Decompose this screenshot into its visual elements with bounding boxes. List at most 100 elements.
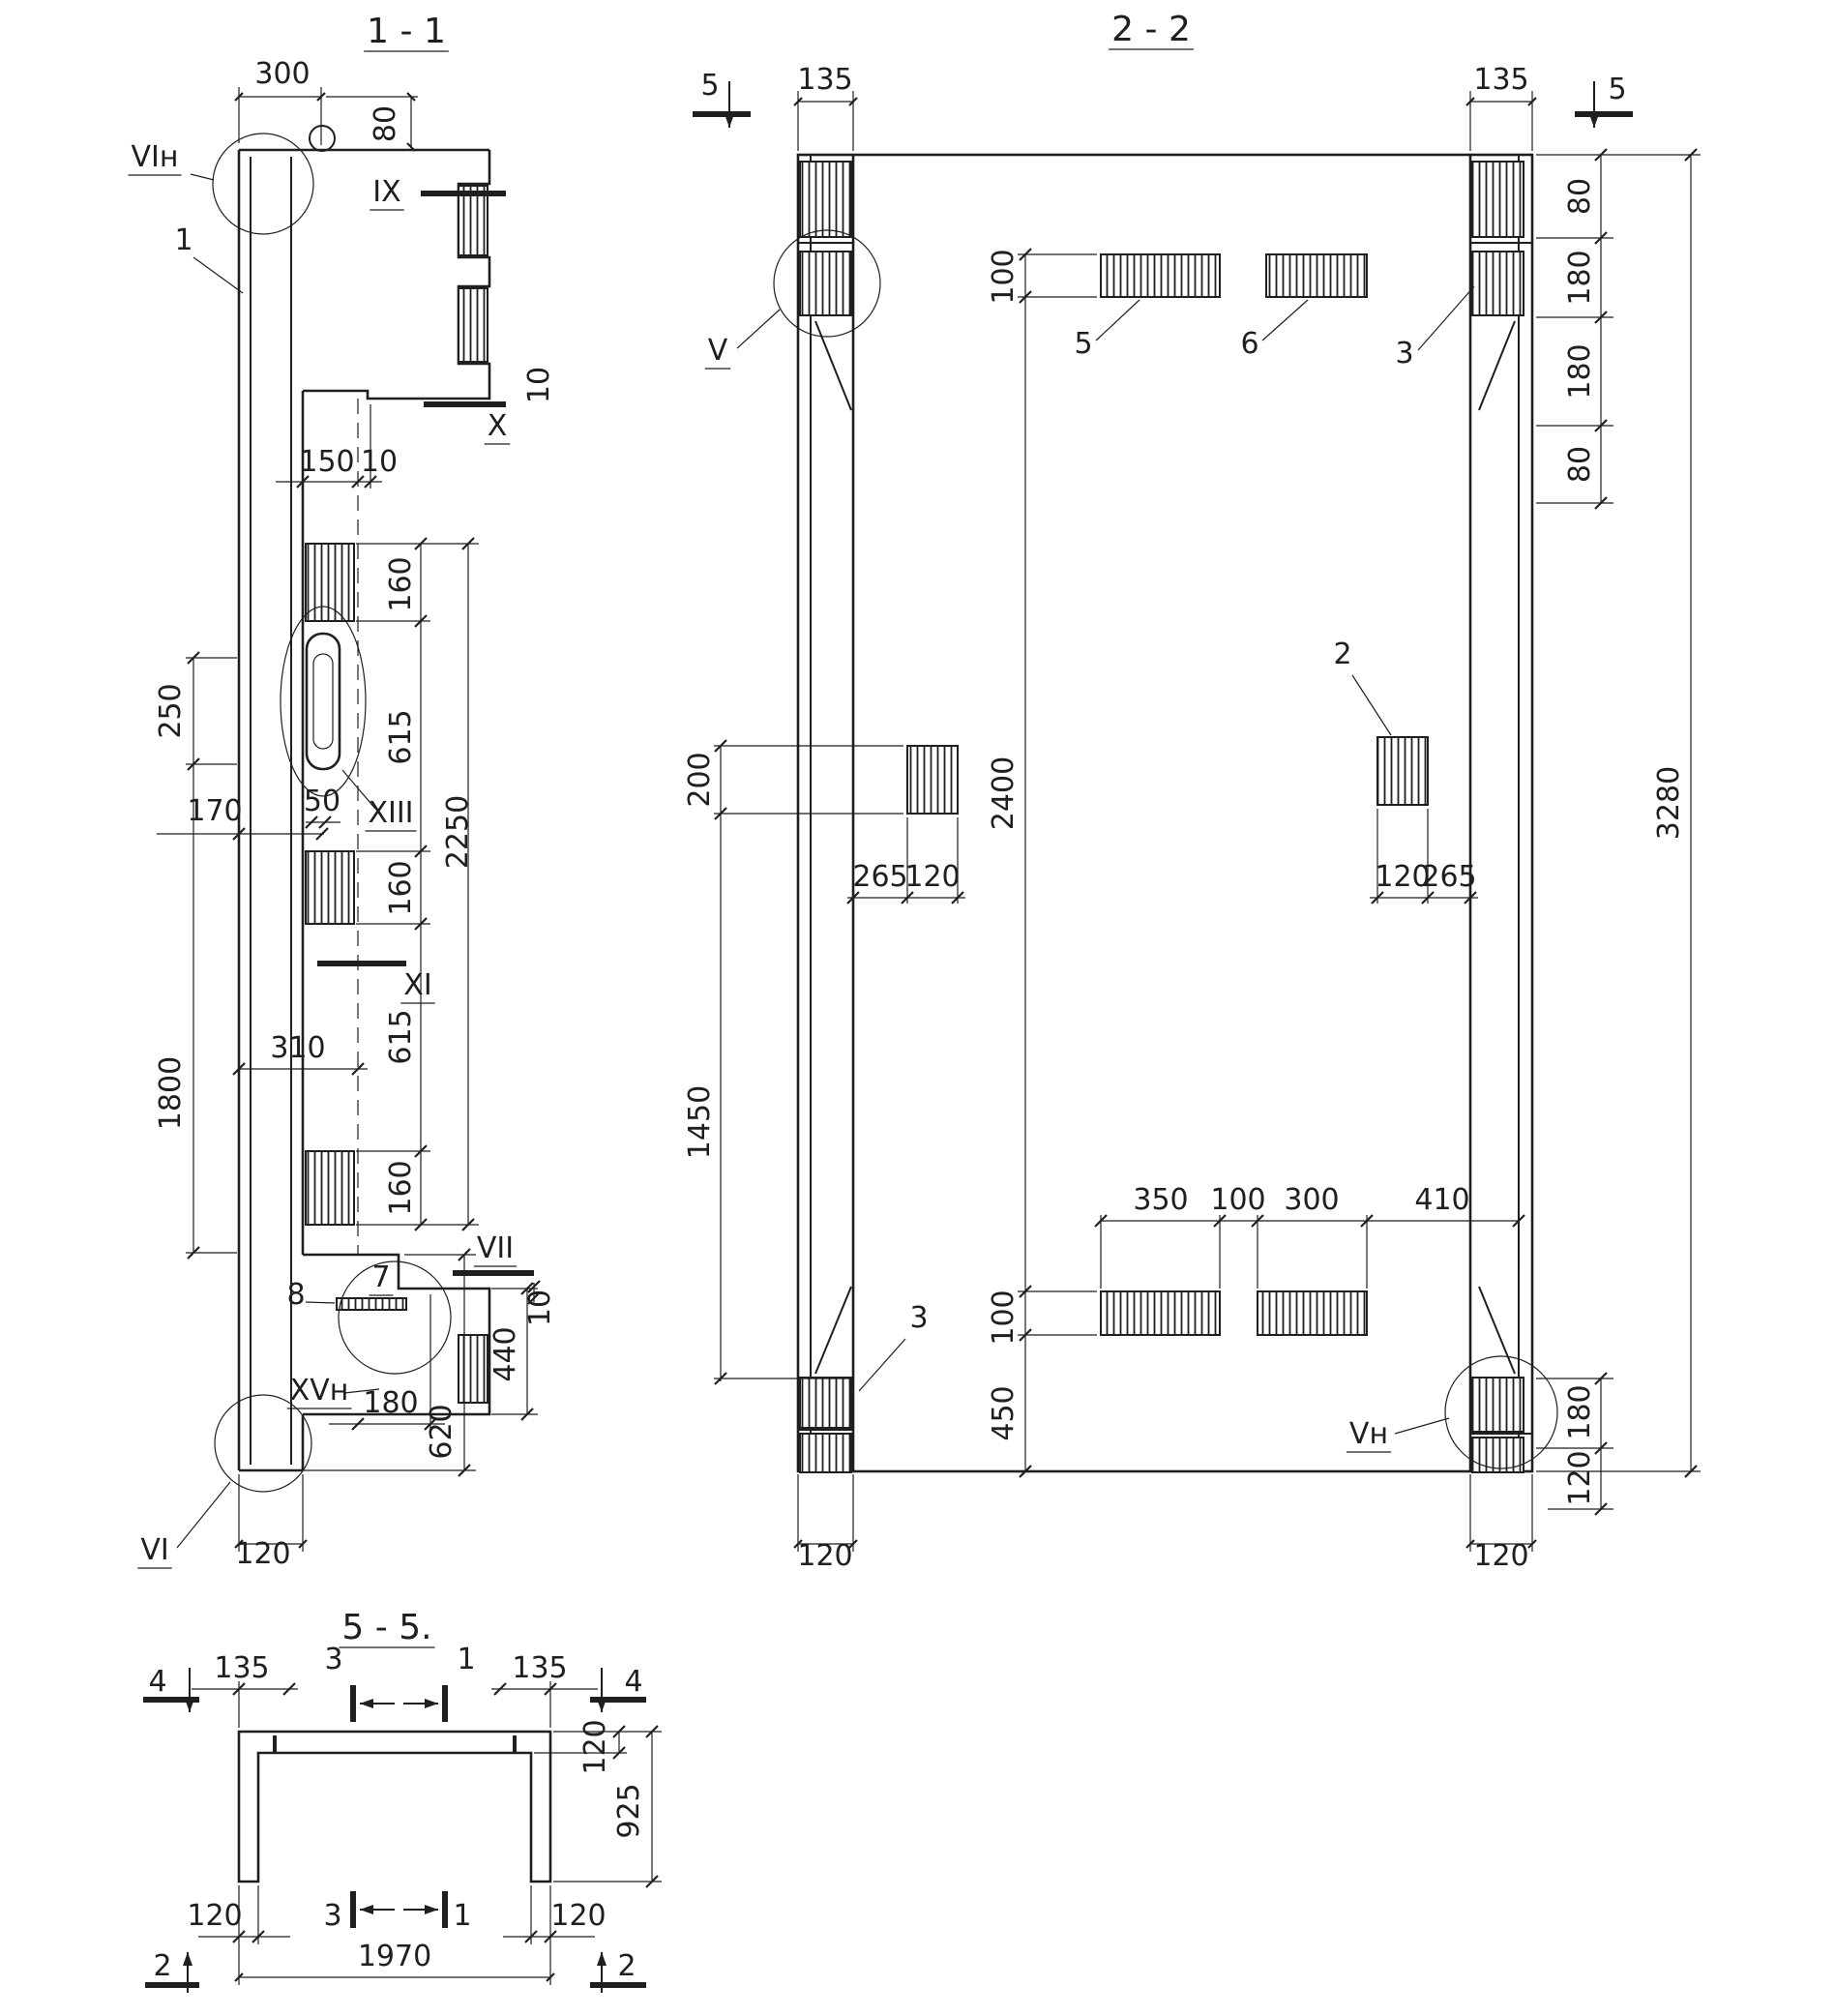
- dim-label: 80: [369, 105, 402, 142]
- embedded-plate: [305, 850, 355, 925]
- dim-label: 300: [254, 57, 310, 91]
- cut-label-x: X: [488, 409, 508, 443]
- dim-label: 120: [1563, 1450, 1597, 1505]
- rib-taper: [1478, 320, 1516, 411]
- cut-label-xi: XI: [403, 968, 431, 1002]
- dim-label: 250: [154, 683, 188, 738]
- embedded-bar-6: [1265, 253, 1368, 298]
- dim-label: 160: [384, 1160, 418, 1215]
- view-title: 5 - 5.: [341, 1608, 431, 1647]
- embedded-plate-2: [1376, 736, 1429, 806]
- dim-label: 80: [1563, 178, 1597, 215]
- dim-label: 350: [1133, 1183, 1188, 1217]
- dim-label: 10: [361, 445, 398, 479]
- dim-label: 120: [235, 1537, 290, 1571]
- cut-label-xiii: XIII: [368, 796, 413, 830]
- cut-label-vii: VII: [477, 1231, 514, 1265]
- dim-label: 1970: [358, 1940, 431, 1973]
- embedded-plate: [799, 1433, 852, 1473]
- embedded-bar: [1100, 1290, 1221, 1336]
- rib-taper: [814, 320, 852, 411]
- embedded-plate: [799, 161, 852, 238]
- part-ref-6: 6: [1240, 327, 1258, 361]
- top-block-profile: [303, 150, 491, 400]
- cut-marker-5: 5: [1608, 73, 1626, 106]
- dim-label: 450: [987, 1385, 1021, 1440]
- dim-label: 100: [987, 1290, 1021, 1345]
- cut-label-ix: IX: [372, 175, 400, 209]
- dim-label: 135: [1473, 63, 1528, 97]
- lifting-loop: [309, 125, 336, 152]
- dim-label: 2400: [987, 756, 1021, 830]
- detail-callout-circle: [773, 229, 881, 338]
- detail-callout-circle: [1444, 1355, 1558, 1469]
- embedded-bar: [1257, 1290, 1368, 1336]
- leader-lines: [176, 173, 380, 1549]
- dim-label: 925: [612, 1783, 646, 1838]
- embedded-plate: [1471, 1377, 1524, 1433]
- dim-label: 120: [1473, 1539, 1528, 1573]
- dim-label: 120: [187, 1899, 242, 1933]
- embedded-plate: [906, 745, 959, 815]
- dim-label: 135: [214, 1651, 269, 1685]
- dim-label: 2250: [441, 795, 475, 869]
- embedded-plate-7: [336, 1297, 407, 1311]
- dim-label: 100: [1210, 1183, 1265, 1217]
- dim-label: 180: [1563, 343, 1597, 399]
- dimension-lines: [157, 87, 542, 1552]
- cut-marker-1: 1: [453, 1899, 471, 1933]
- dim-label: 620: [425, 1404, 459, 1459]
- dim-label: 300: [1284, 1183, 1339, 1217]
- embedded-plate: [458, 185, 488, 256]
- view-label-vi-n: VIн: [132, 140, 179, 174]
- dim-label: 120: [550, 1899, 606, 1933]
- dim-label: 200: [683, 752, 717, 807]
- dimension-lines: [713, 91, 1701, 1552]
- dim-label: 10: [522, 367, 556, 403]
- embedded-plate: [1471, 251, 1524, 316]
- detail-callout-circle: [212, 133, 314, 235]
- view-label-v-n: Vн: [1349, 1417, 1388, 1451]
- embedded-plate: [305, 1150, 355, 1226]
- dim-label: 3280: [1652, 766, 1686, 840]
- embedded-plate: [458, 287, 488, 363]
- dim-label: 135: [797, 63, 852, 97]
- cut-marker-2: 2: [617, 1949, 636, 1983]
- detail-callout-oval: [280, 606, 367, 797]
- anchor-slot: [305, 632, 341, 771]
- dim-label: 100: [987, 249, 1021, 304]
- dim-label: 135: [512, 1651, 567, 1685]
- dim-label: 120: [1375, 860, 1430, 894]
- embedded-plate: [799, 1377, 852, 1429]
- dim-label: 310: [270, 1031, 325, 1065]
- embedded-plate: [799, 251, 852, 316]
- cut-marker-4: 4: [624, 1665, 642, 1699]
- view-section-5-5: [143, 1668, 662, 1993]
- embedded-bar-5: [1100, 253, 1221, 298]
- cut-marker-2: 2: [153, 1949, 171, 1983]
- part-ref-2: 2: [1333, 637, 1351, 671]
- dim-label: 170: [187, 794, 242, 828]
- bottom-block-profile: [303, 1253, 491, 1416]
- view-section-2-2: [693, 81, 1701, 1552]
- dimension-lines: [192, 1681, 662, 1985]
- embedded-plate: [458, 1334, 488, 1404]
- view-label-v: V: [708, 334, 728, 368]
- dim-label: 1450: [683, 1085, 717, 1159]
- anchor-slot-inner: [312, 653, 334, 750]
- part-ref-8: 8: [286, 1278, 305, 1312]
- dim-label: 265: [852, 860, 907, 894]
- embedded-plate: [1471, 161, 1524, 238]
- dim-label: 180: [363, 1386, 418, 1420]
- view-label-xv-n: XVн: [290, 1374, 349, 1408]
- dim-label: 160: [384, 556, 418, 611]
- cut-marker-3: 3: [323, 1899, 341, 1933]
- rib-taper: [1478, 1286, 1516, 1375]
- detail-callout-circle: [338, 1260, 452, 1375]
- channel-outline: [237, 1730, 552, 1883]
- leader-lines: [736, 285, 1475, 1435]
- part-ref-1: 1: [174, 223, 192, 257]
- dim-label: 80: [1563, 446, 1597, 483]
